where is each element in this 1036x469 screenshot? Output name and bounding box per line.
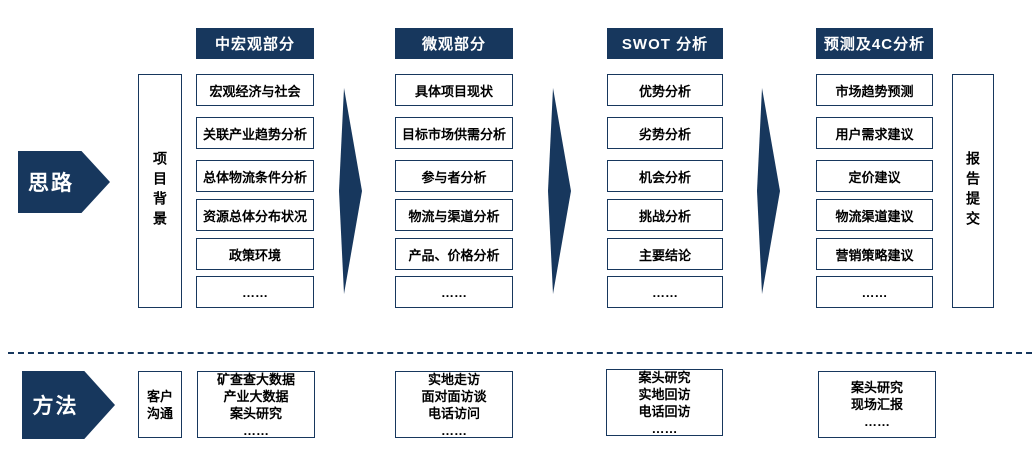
flow-box: 目标市场供需分析 xyxy=(395,117,513,149)
flow-box: 具体项目现状 xyxy=(395,74,513,106)
right-arrow-icon xyxy=(757,88,780,294)
method-line: 矿查查大数据 xyxy=(216,371,295,387)
method-line: 电话回访 xyxy=(638,403,691,419)
method-line: 沟通 xyxy=(146,405,173,421)
flow-box: 物流与渠道分析 xyxy=(395,199,513,231)
flow-box-ellipsis: …… xyxy=(816,276,933,308)
method-line: 案头研究 xyxy=(229,405,282,421)
section-divider xyxy=(8,352,1032,354)
method-line: …… xyxy=(864,414,890,429)
flow-box: 资源总体分布状况 xyxy=(196,199,314,231)
method-box: 案头研究 现场汇报 …… xyxy=(818,371,936,438)
flow-box: 物流渠道建议 xyxy=(816,199,933,231)
method-line: 面对面访谈 xyxy=(421,388,487,404)
flow-box: 政策环境 xyxy=(196,238,314,270)
column-header-swot: SWOT 分析 xyxy=(607,28,723,59)
method-line: …… xyxy=(441,422,467,438)
flow-box: 劣势分析 xyxy=(607,117,723,149)
flow-box-ellipsis: …… xyxy=(607,276,723,308)
method-arrow-label: 方法 xyxy=(22,371,115,439)
method-line: 案头研究 xyxy=(638,369,691,385)
flow-box: 参与者分析 xyxy=(395,160,513,192)
flow-box: 产品、价格分析 xyxy=(395,238,513,270)
flow-box: 主要结论 xyxy=(607,238,723,270)
method-box: 案头研究 实地回访 电话回访 …… xyxy=(606,369,723,436)
flow-box: 关联产业趋势分析 xyxy=(196,117,314,149)
flow-box: 机会分析 xyxy=(607,160,723,192)
method-box: 矿查查大数据 产业大数据 案头研究 …… xyxy=(197,371,315,438)
method-line: 案头研究 xyxy=(850,380,903,395)
method-line: 客户 xyxy=(146,388,173,404)
method-line: 产业大数据 xyxy=(223,388,289,404)
report-delivery-label: 报告提交 xyxy=(965,151,981,231)
method-line: 实地走访 xyxy=(427,371,480,387)
flow-box: 定价建议 xyxy=(816,160,933,192)
method-line: 电话访问 xyxy=(427,405,480,421)
project-background-label: 项目背景 xyxy=(152,151,168,231)
method-line: 实地回访 xyxy=(638,386,691,402)
right-arrow-icon xyxy=(339,88,362,294)
flow-box: 总体物流条件分析 xyxy=(196,160,314,192)
flow-box: 优势分析 xyxy=(607,74,723,106)
flow-box: 挑战分析 xyxy=(607,199,723,231)
column-header-meso-macro: 中宏观部分 xyxy=(196,28,314,59)
right-arrow-icon xyxy=(548,88,571,294)
method-line: …… xyxy=(651,420,678,436)
flow-box: 营销策略建议 xyxy=(816,238,933,270)
method-box: 实地走访 面对面访谈 电话访问 …… xyxy=(395,371,513,438)
column-header-forecast-4c: 预测及4C分析 xyxy=(816,28,933,59)
approach-arrow-label: 思路 xyxy=(18,151,110,213)
report-delivery-rail: 报告提交 xyxy=(952,74,994,308)
client-communication-box: 客户 沟通 xyxy=(138,371,182,438)
flow-box-ellipsis: …… xyxy=(395,276,513,308)
column-header-micro: 微观部分 xyxy=(395,28,513,59)
flow-box: 用户需求建议 xyxy=(816,117,933,149)
flow-box-ellipsis: …… xyxy=(196,276,314,308)
project-background-rail: 项目背景 xyxy=(138,74,182,308)
method-line: 现场汇报 xyxy=(850,397,903,412)
flow-box: 宏观经济与社会 xyxy=(196,74,314,106)
flow-box: 市场趋势预测 xyxy=(816,74,933,106)
method-line: …… xyxy=(243,422,269,438)
